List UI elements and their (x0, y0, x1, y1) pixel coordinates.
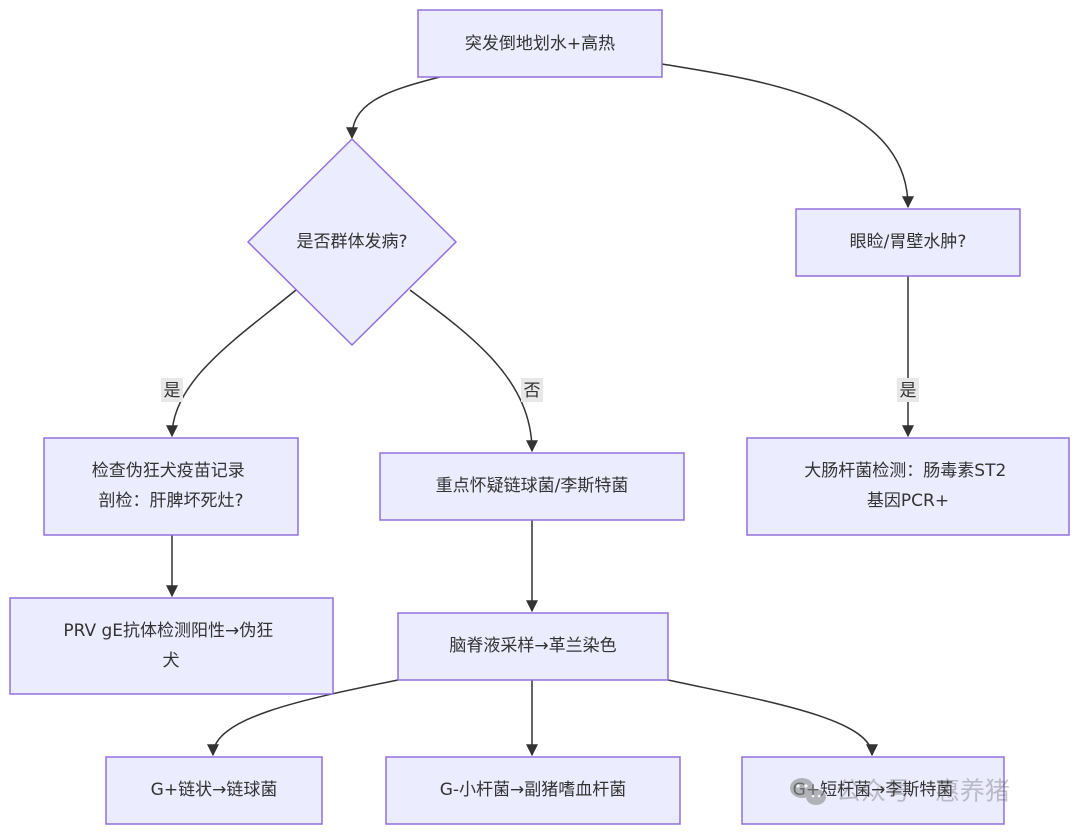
node-check-vaccine-line-2: 剖检：肝脾坏死灶? (98, 491, 243, 511)
node-check-vaccine-text: 检查伪狂犬疫苗记录 剖检：肝脾坏死灶? (92, 461, 250, 511)
node-decision-group: 是否群体发病? (246, 137, 458, 347)
node-g-strep-text: G+链状→链球菌 (151, 780, 278, 800)
edge-csf-to-gstrep (207, 679, 399, 757)
node-g-short: G+短杆菌→李斯特菌 (741, 756, 1005, 825)
node-edema-line-1: 眼睑/胃壁水肿? (850, 232, 967, 252)
node-prv: PRV gE抗体检测阳性→伪狂 犬 (9, 597, 334, 695)
edge-label-no-group: 否 (524, 381, 541, 401)
node-g-strep: G+链状→链球菌 (105, 756, 323, 825)
node-g-minus-line-1: G-小杆菌→副猪嗜血杆菌 (440, 780, 627, 800)
node-g-short-text: G+短杆菌→李斯特菌 (793, 780, 954, 800)
node-start-text: 突发倒地划水+高热 (465, 34, 615, 54)
node-suspect-strep-line-1: 重点怀疑链球菌/李斯特菌 (436, 476, 629, 496)
node-csf-line-1: 脑脊液采样→革兰染色 (449, 636, 616, 656)
nodes: 突发倒地划水+高热 是否群体发病? 眼睑/胃壁水肿? 检查伪狂犬疫苗记录 剖检：… (9, 9, 1070, 825)
wechat-icon (790, 778, 826, 805)
node-decision-group-line-1: 是否群体发病? (296, 232, 407, 252)
edge-group-yes (166, 289, 297, 438)
edges (166, 63, 914, 757)
node-prv-line-1: PRV gE抗体检测阳性→伪狂 (63, 621, 273, 641)
node-ecoli-line-2: 基因PCR+ (867, 491, 949, 511)
node-edema: 眼睑/胃壁水肿? (795, 208, 1021, 277)
node-decision-group-text: 是否群体发病? (296, 232, 407, 252)
node-g-short-line-1: G+短杆菌→李斯特菌 (793, 780, 954, 800)
node-suspect-strep-text: 重点怀疑链球菌/李斯特菌 (436, 476, 629, 496)
watermark-text: 公众号 · 惠养猪 (836, 777, 1010, 806)
node-start: 突发倒地划水+高热 (417, 9, 663, 78)
edge-labels: 是 否 是 (161, 378, 919, 402)
edge-label-yes-group: 是 (164, 381, 181, 401)
edge-label-yes-edema: 是 (900, 381, 917, 401)
node-csf: 脑脊液采样→革兰染色 (397, 612, 669, 681)
edge-csf-to-gshort (667, 679, 878, 757)
node-csf-text: 脑脊液采样→革兰染色 (449, 636, 616, 656)
node-g-minus: G-小杆菌→副猪嗜血杆菌 (385, 756, 681, 825)
node-g-minus-text: G-小杆菌→副猪嗜血杆菌 (440, 780, 627, 800)
node-start-line-1: 突发倒地划水+高热 (465, 34, 615, 54)
node-prv-line-2: 犬 (163, 651, 180, 671)
node-ecoli-line-1: 大肠杆菌检测：肠毒素ST2 (804, 461, 1006, 481)
node-ecoli: 大肠杆菌检测：肠毒素ST2 基因PCR+ (746, 437, 1070, 536)
node-check-vaccine-line-1: 检查伪狂犬疫苗记录 (92, 461, 245, 481)
node-ecoli-text: 大肠杆菌检测：肠毒素ST2 基因PCR+ (804, 461, 1011, 511)
edge-start-to-group (346, 76, 441, 140)
edge-group-no (409, 289, 538, 453)
watermark: 公众号 · 惠养猪 (790, 777, 1010, 806)
node-suspect-strep: 重点怀疑链球菌/李斯特菌 (379, 452, 685, 521)
edge-start-to-edema (661, 63, 914, 209)
node-edema-text: 眼睑/胃壁水肿? (850, 232, 967, 252)
node-prv-text: PRV gE抗体检测阳性→伪狂 犬 (63, 621, 278, 671)
node-check-vaccine: 检查伪狂犬疫苗记录 剖检：肝脾坏死灶? (43, 437, 299, 536)
node-g-strep-line-1: G+链状→链球菌 (151, 780, 278, 800)
